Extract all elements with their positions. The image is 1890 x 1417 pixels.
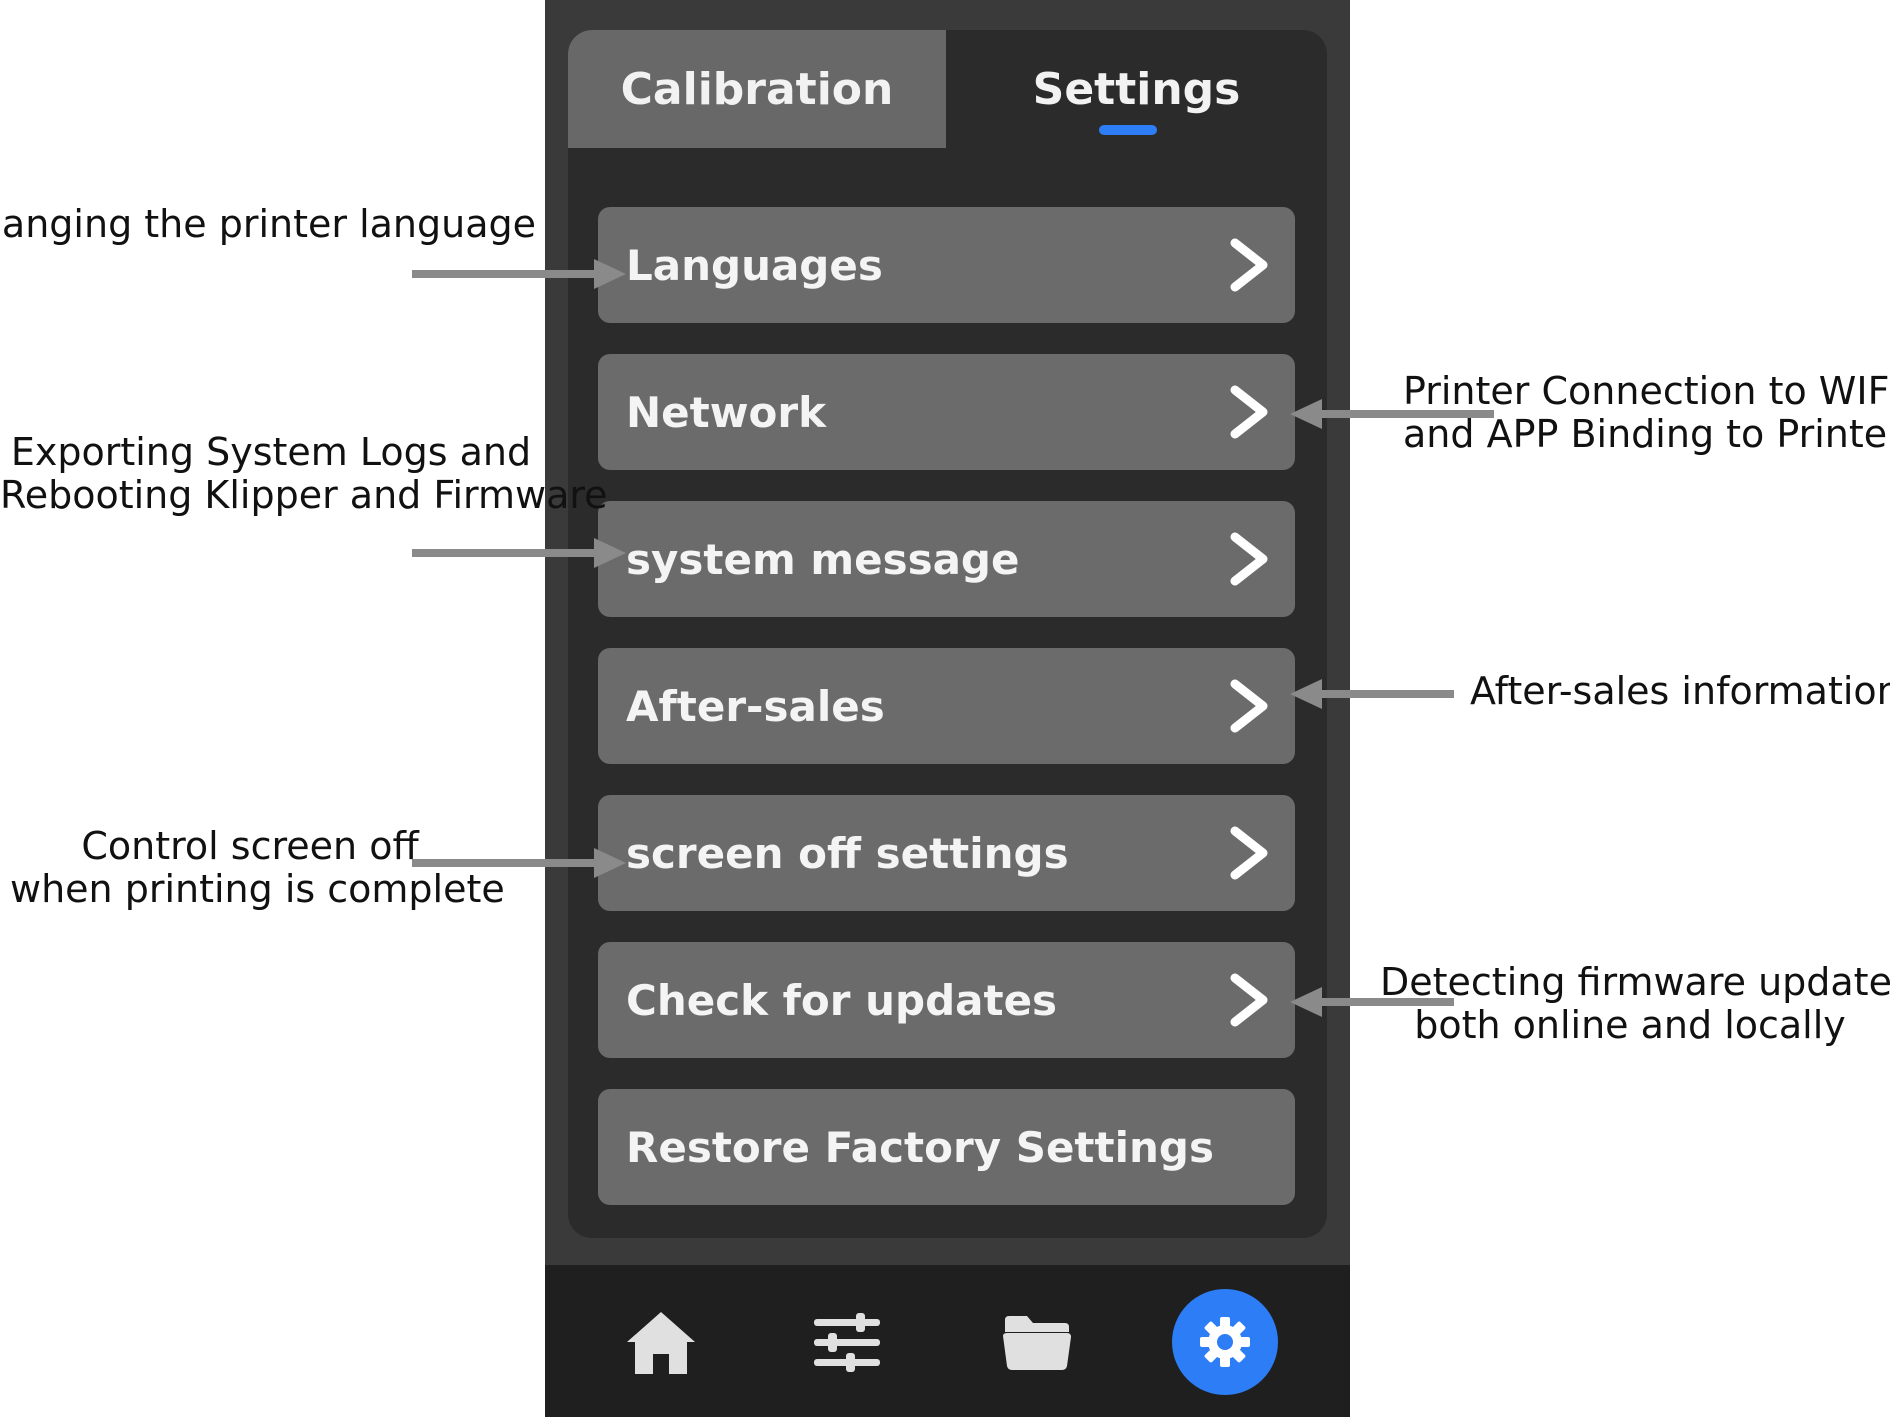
annotation-text: Exporting System Logs and xyxy=(10,430,532,474)
tab-settings[interactable]: Settings xyxy=(946,30,1327,148)
annotation-languages: Changing the printer language xyxy=(0,203,536,246)
chevron-right-icon xyxy=(1230,238,1268,292)
annotation-text: and APP Binding to Printer xyxy=(1403,412,1890,456)
arrow-system-message xyxy=(412,549,604,557)
menu-item-languages[interactable]: Languages xyxy=(598,207,1295,323)
sliders-icon xyxy=(814,1313,880,1372)
menu-item-check-updates[interactable]: Check for updates xyxy=(598,942,1295,1058)
arrow-head-check-updates xyxy=(1290,987,1322,1017)
annotation-screen-off: Control screen off when printing is comp… xyxy=(10,824,505,911)
arrow-languages xyxy=(412,270,604,278)
annotation-text: Detecting firmware updates xyxy=(1380,960,1890,1004)
nav-tune-button[interactable] xyxy=(797,1293,897,1393)
annotation-text: Control screen off xyxy=(81,824,419,868)
annotation-check-updates: Detecting firmware updates both online a… xyxy=(1380,960,1890,1047)
arrow-head-languages xyxy=(594,259,626,289)
arrow-check-updates xyxy=(1312,998,1454,1006)
annotation-text: Printer Connection to WIFI xyxy=(1403,369,1890,413)
arrow-head-after-sales xyxy=(1290,679,1322,709)
printer-screen: Calibration Settings Languages Network s… xyxy=(545,0,1350,1417)
menu-item-screen-off-settings[interactable]: screen off settings xyxy=(598,795,1295,911)
nav-home-button[interactable] xyxy=(611,1293,711,1393)
annotation-text: Changing the printer language xyxy=(0,202,536,246)
chevron-right-icon xyxy=(1230,973,1268,1027)
menu-item-label: Network xyxy=(626,387,827,437)
chevron-right-icon xyxy=(1230,826,1268,880)
chevron-right-icon xyxy=(1230,532,1268,586)
menu-item-after-sales[interactable]: After-sales xyxy=(598,648,1295,764)
menu-item-label: screen off settings xyxy=(626,828,1069,878)
chevron-right-icon xyxy=(1230,679,1268,733)
bottom-nav xyxy=(545,1265,1350,1417)
menu-item-label: After-sales xyxy=(626,681,885,731)
nav-files-button[interactable] xyxy=(987,1293,1087,1393)
gear-icon xyxy=(1200,1317,1250,1367)
menu-item-label: Check for updates xyxy=(626,975,1058,1025)
arrow-network xyxy=(1312,410,1494,418)
menu-item-label: Languages xyxy=(626,240,883,290)
arrow-head-system-message xyxy=(594,538,626,568)
arrow-screen-off xyxy=(412,859,604,867)
annotation-text: Rebooting Klipper and Firmware xyxy=(0,473,608,517)
menu-item-label: Restore Factory Settings xyxy=(626,1122,1214,1172)
arrow-after-sales xyxy=(1312,690,1454,698)
arrow-head-network xyxy=(1290,399,1322,429)
annotation-system-message: Exporting System Logs and Rebooting Klip… xyxy=(0,430,608,517)
nav-settings-button[interactable] xyxy=(1172,1289,1278,1395)
annotation-text: when printing is complete xyxy=(10,867,505,911)
annotation-network: Printer Connection to WIFI and APP Bindi… xyxy=(1403,369,1890,456)
annotation-text: After-sales information xyxy=(1470,669,1890,713)
menu-item-network[interactable]: Network xyxy=(598,354,1295,470)
arrow-head-screen-off xyxy=(594,848,626,878)
active-tab-indicator xyxy=(1099,125,1157,135)
menu-item-label: system message xyxy=(626,534,1020,584)
tab-calibration-label: Calibration xyxy=(620,63,894,115)
menu-item-restore-factory[interactable]: Restore Factory Settings xyxy=(598,1089,1295,1205)
tab-settings-label: Settings xyxy=(1032,63,1241,115)
annotation-after-sales: After-sales information xyxy=(1470,670,1890,713)
chevron-right-icon xyxy=(1230,385,1268,439)
home-icon xyxy=(627,1312,695,1374)
annotation-text: both online and locally xyxy=(1414,1003,1846,1047)
menu-item-system-message[interactable]: system message xyxy=(598,501,1295,617)
folder-icon xyxy=(1003,1316,1071,1370)
settings-panel: Calibration Settings Languages Network s… xyxy=(568,30,1327,1238)
tab-calibration[interactable]: Calibration xyxy=(568,30,946,148)
